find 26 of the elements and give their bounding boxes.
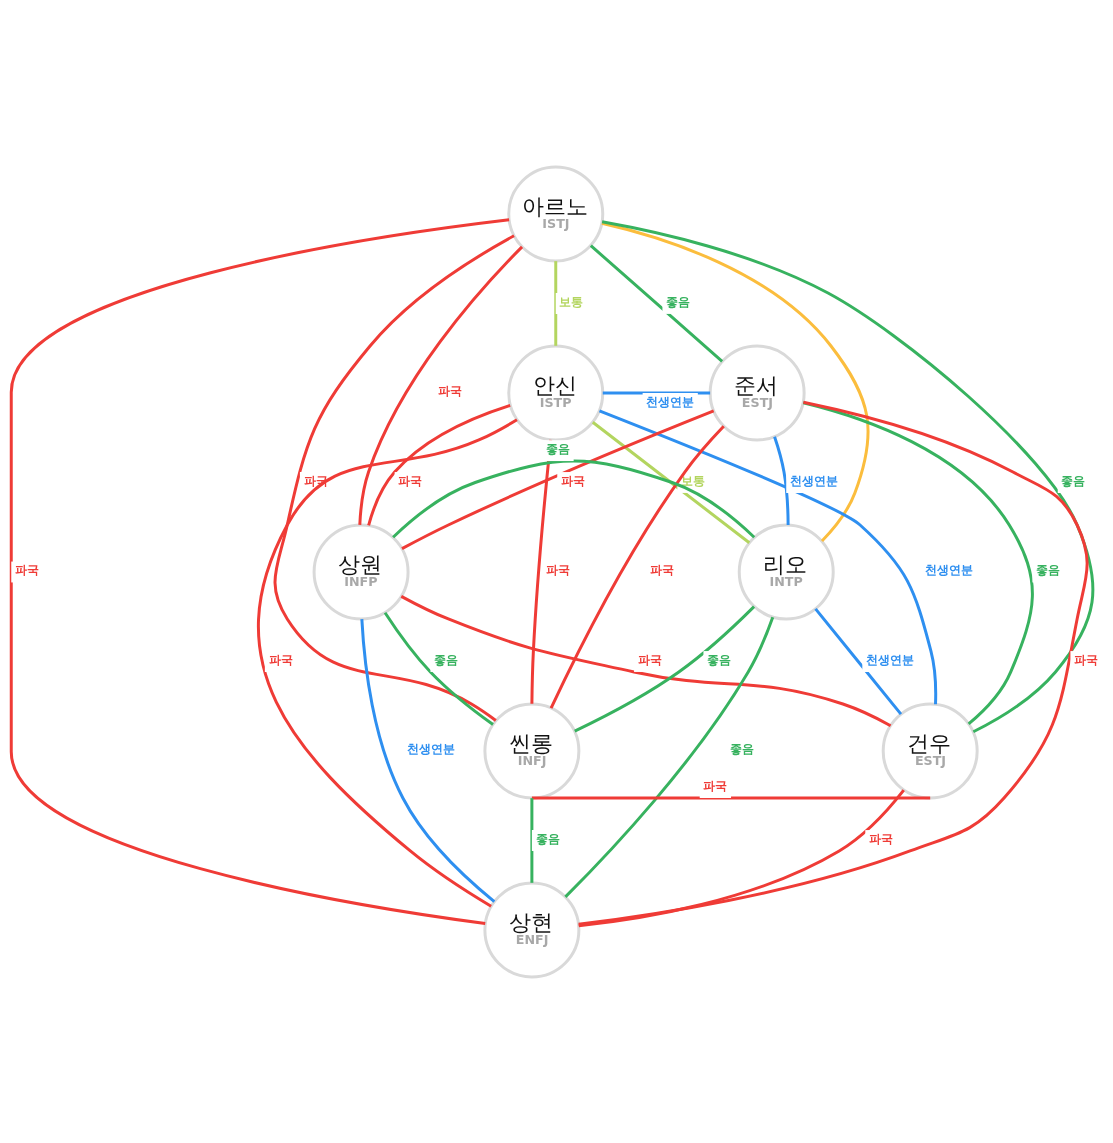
edge-label: 좋음 (434, 652, 459, 667)
edge-label: 좋음 (1061, 473, 1086, 488)
edge-label: 파국 (437, 383, 462, 398)
edge-label: 보통 (681, 473, 706, 488)
edge-label: 천생연분 (924, 562, 973, 577)
edge-label: 파국 (268, 652, 293, 667)
edge-label: 파국 (398, 473, 423, 488)
edge-label: 좋음 (707, 652, 732, 667)
edge-label: 좋음 (730, 741, 755, 756)
edge-label: 좋음 (546, 441, 571, 456)
edge-label: 파국 (14, 562, 39, 577)
edge-label: 파국 (650, 562, 675, 577)
edge-label: 파국 (546, 562, 571, 577)
edge-label: 천생연분 (866, 652, 915, 667)
edge-label: 좋음 (535, 831, 560, 846)
edge-label: 보통 (559, 294, 584, 309)
edge-label: 파국 (869, 831, 894, 846)
edge-label: 천생연분 (406, 741, 455, 756)
edge-label: 파국 (560, 473, 585, 488)
edge-label: 좋음 (1036, 562, 1061, 577)
edge-label: 파국 (703, 778, 728, 793)
edge-label: 파국 (1074, 652, 1099, 667)
edge-label: 파국 (637, 652, 662, 667)
edge-label: 천생연분 (646, 394, 695, 409)
edge-label: 천생연분 (789, 473, 838, 488)
edge-label: 좋음 (666, 294, 691, 309)
